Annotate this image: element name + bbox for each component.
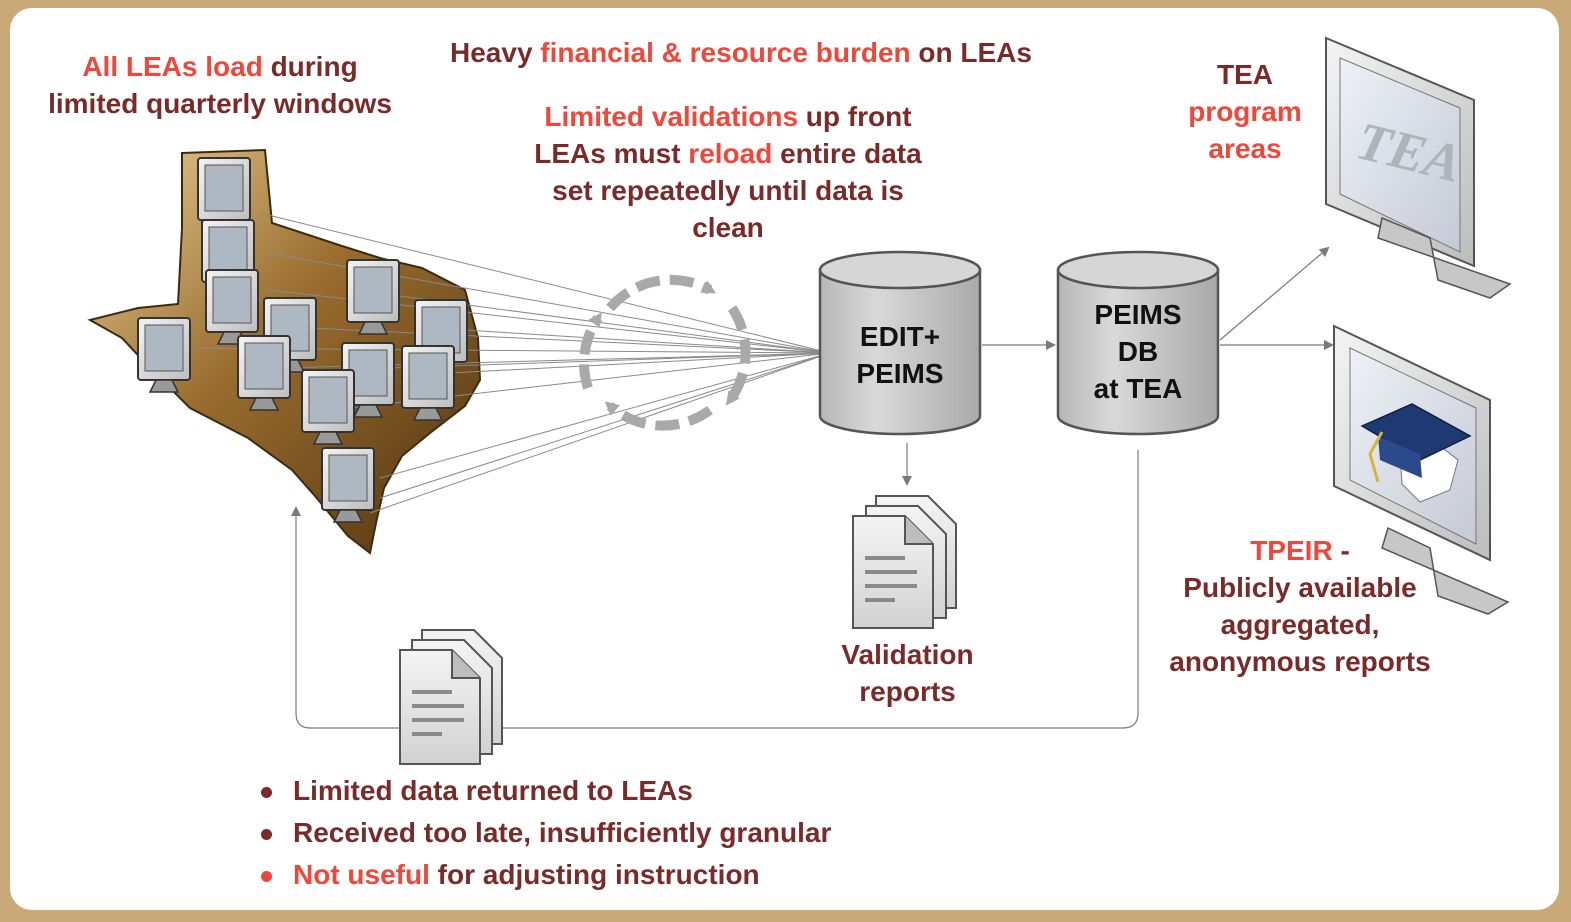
reload-cycle-icon <box>579 274 751 431</box>
bullet-item-2: Received too late, insufficiently granul… <box>255 812 831 854</box>
bullet-item-1: Limited data returned to LEAs <box>255 770 831 812</box>
lea-monitors <box>137 157 468 523</box>
tea-program-monitor: TEA <box>1325 36 1512 299</box>
bullet-item-2-text: Received too late, insufficiently granul… <box>293 817 832 848</box>
validation-note: Limited validations up front LEAs must r… <box>518 98 938 246</box>
tpeir-line4: anonymous reports <box>1169 646 1431 677</box>
bullet-item-3: Not useful for adjusting instruction <box>255 854 831 896</box>
validation-reports-line2: reports <box>859 676 956 707</box>
validation-note-line3: set repeatedly until data is <box>552 175 904 206</box>
tea-program-label: TEA program areas <box>1160 56 1330 167</box>
bullet-item-3-highlight: Not useful <box>293 859 430 890</box>
peims-db-label-line1: PEIMS <box>1094 299 1182 330</box>
tpeir-line1-rest: - <box>1332 535 1350 566</box>
validation-note-line1-rest: up front <box>798 101 912 132</box>
tea-program-line1: TEA <box>1217 59 1273 90</box>
validation-reports-label: Validation reports <box>810 636 1005 710</box>
tpeir-line3: aggregated, <box>1220 609 1380 640</box>
outcome-bullets: Limited data returned to LEAs Received t… <box>255 770 831 896</box>
validation-note-reload: reload <box>688 138 773 169</box>
edit-peims-label-line2: PEIMS <box>856 358 944 389</box>
flow-arrows <box>291 246 1334 729</box>
tpeir-highlight: TPEIR <box>1250 535 1333 566</box>
bullet-item-1-text: Limited data returned to LEAs <box>293 775 693 806</box>
edit-peims-label-line1: EDIT+ <box>859 321 941 352</box>
lea-load-line2: limited quarterly windows <box>48 88 392 119</box>
tpeir-monitor <box>1333 324 1510 615</box>
edit-peims-label: EDIT+ PEIMS <box>820 318 980 392</box>
peims-db-label-line2: DB <box>1117 336 1159 367</box>
peims-db-database <box>1056 250 1220 436</box>
validation-reports-icon <box>852 495 957 629</box>
burden-prefix: Heavy <box>450 37 541 68</box>
tpeir-line2: Publicly available <box>1183 572 1417 603</box>
validation-reports-line1: Validation <box>841 639 974 670</box>
diagram-frame: TEA Heavy financial & resource burden on… <box>10 8 1559 910</box>
lea-load-line1-rest: during <box>262 51 358 82</box>
tpeir-label: TPEIR - Publicly available aggregated, a… <box>1140 532 1460 680</box>
peims-db-label-line3: at TEA <box>1093 373 1183 404</box>
tea-program-line2: program <box>1188 96 1302 127</box>
burden-highlight: financial & resource burden <box>540 37 911 68</box>
lea-load-note: All LEAs load during limited quarterly w… <box>30 48 410 122</box>
bullet-item-3-rest: for adjusting instruction <box>429 859 760 890</box>
burden-header: Heavy financial & resource burden on LEA… <box>450 34 1032 71</box>
validation-note-line4: clean <box>692 212 764 243</box>
lea-load-highlight: All LEAs load <box>82 51 263 82</box>
burden-suffix: on LEAs <box>910 37 1032 68</box>
diagram-canvas: TEA <box>87 36 1512 765</box>
returned-data-icon <box>399 629 503 765</box>
validation-note-line2-prefix: LEAs must <box>534 138 689 169</box>
edit-peims-database <box>818 250 982 436</box>
validation-note-highlight: Limited validations <box>544 101 799 132</box>
lea-load-line1: All LEAs load during <box>30 48 410 85</box>
tea-program-line3: areas <box>1208 133 1282 164</box>
peims-db-label: PEIMS DB at TEA <box>1058 296 1218 407</box>
validation-note-line2-rest: entire data <box>772 138 922 169</box>
